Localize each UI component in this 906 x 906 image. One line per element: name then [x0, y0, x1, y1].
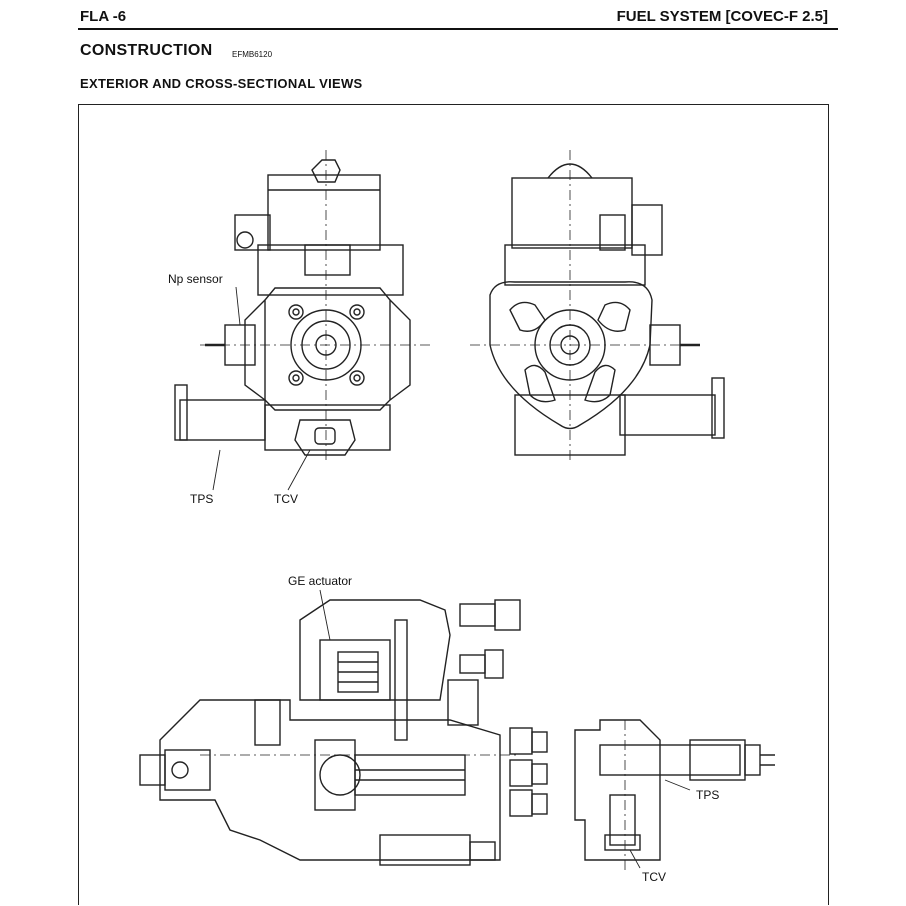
figure-frame	[78, 104, 829, 905]
label-tps-front: TPS	[190, 492, 214, 506]
label-np-sensor: Np sensor	[168, 272, 223, 286]
cross-section-drawing	[139, 589, 548, 866]
label-ge-actuator: GE actuator	[288, 574, 353, 588]
label-tcv-section: TCV	[642, 870, 666, 884]
label-tps-section: TPS	[696, 788, 720, 802]
rear-view-drawing	[470, 150, 725, 460]
label-tcv-front: TCV	[274, 492, 298, 506]
chapter-title: FUEL SYSTEM [COVEC-F 2.5]	[616, 8, 828, 25]
section-title: CONSTRUCTION	[80, 42, 213, 59]
section-code: EFMB6120	[232, 50, 273, 59]
header-rule	[78, 28, 838, 30]
figure-subtitle: EXTERIOR AND CROSS-SECTIONAL VIEWS	[80, 76, 363, 91]
front-view-drawing	[174, 150, 430, 491]
page-number: FLA -6	[80, 8, 127, 25]
timer-section-drawing	[574, 719, 775, 870]
